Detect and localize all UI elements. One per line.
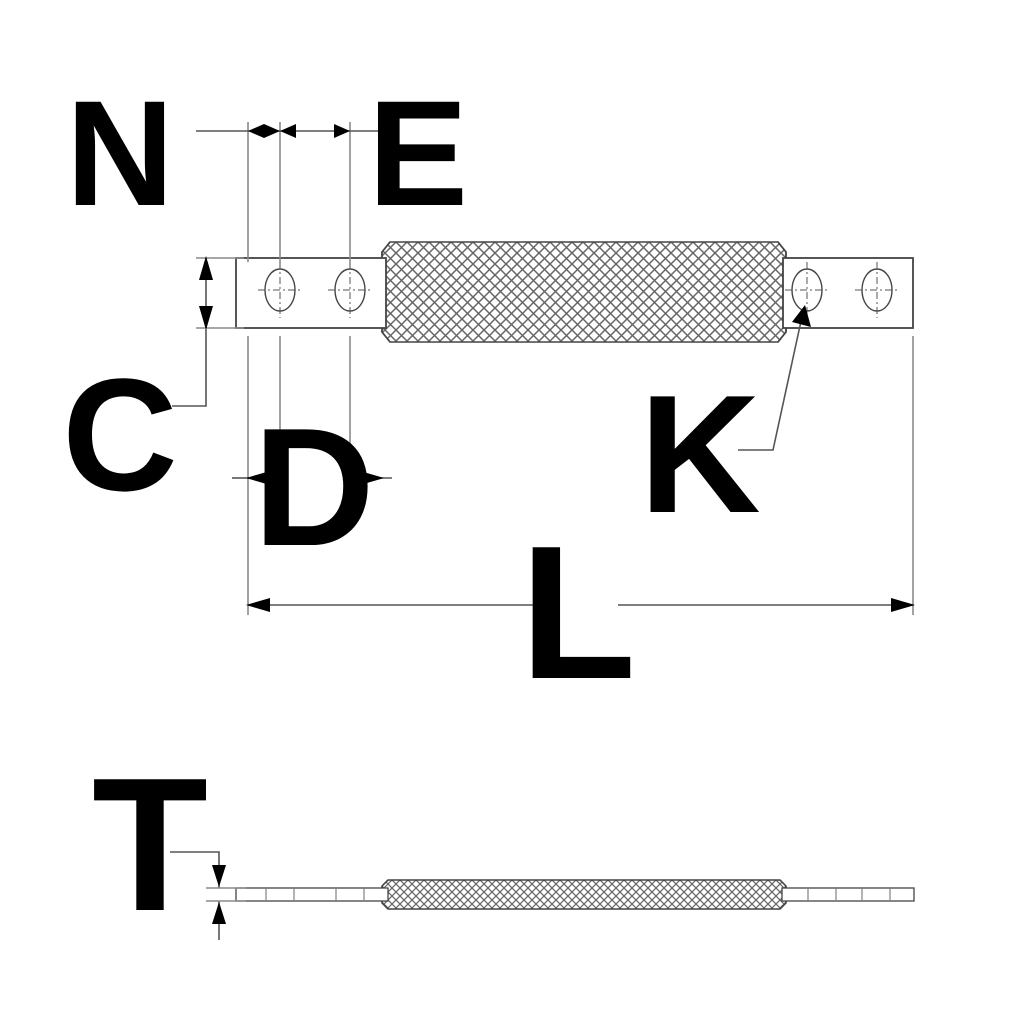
dimension-label-l: L: [520, 507, 636, 719]
arrowhead-l-right: [891, 598, 915, 612]
arrowhead-e-left: [280, 124, 296, 138]
dimension-label-e: E: [368, 69, 468, 237]
arrowhead-k: [792, 305, 811, 327]
leader-line-c: [172, 328, 207, 407]
dimension-label-k: K: [639, 360, 760, 548]
braid-body-side: [381, 879, 787, 910]
arrowhead-t-bottom: [212, 902, 226, 924]
plate-right-side: [781, 887, 915, 902]
dimension-label-n: N: [66, 69, 174, 237]
dimension-n-e: N E: [66, 69, 468, 237]
hole-ticks-right-side: [807, 888, 891, 901]
dimension-label-c: C: [62, 345, 178, 524]
plate-left-side: [235, 887, 389, 902]
arrowhead-n-right: [264, 124, 280, 138]
arrowhead-c-top: [199, 256, 213, 280]
dimension-k: K: [639, 305, 811, 548]
mounting-hole-1: [258, 262, 302, 318]
mounting-hole-4: [855, 262, 899, 318]
dimension-label-d: D: [253, 393, 374, 581]
mounting-hole-2: [328, 262, 372, 318]
arrowhead-t-top: [212, 865, 226, 887]
arrowhead-l-left: [246, 598, 270, 612]
arrowhead-n-left: [248, 124, 264, 138]
braid-body: [381, 241, 787, 343]
mounting-hole-3: [785, 262, 829, 318]
dimension-l: L: [246, 507, 915, 719]
dimension-label-t: T: [92, 739, 208, 951]
dimension-d: D: [232, 393, 392, 581]
side-view: [235, 879, 915, 910]
dimension-c: C: [62, 256, 213, 524]
extension-lines-top: [196, 122, 914, 615]
arrowhead-e-right: [334, 124, 350, 138]
hole-ticks-left-side: [265, 888, 365, 901]
arrowhead-d-right: [360, 471, 384, 485]
leader-line-k: [738, 311, 804, 451]
dimension-t: T: [92, 739, 246, 951]
top-view: [235, 241, 914, 343]
braid-section-top: [381, 241, 787, 343]
arrowhead-c-bottom: [199, 306, 213, 330]
arrowhead-d-left: [246, 471, 270, 485]
